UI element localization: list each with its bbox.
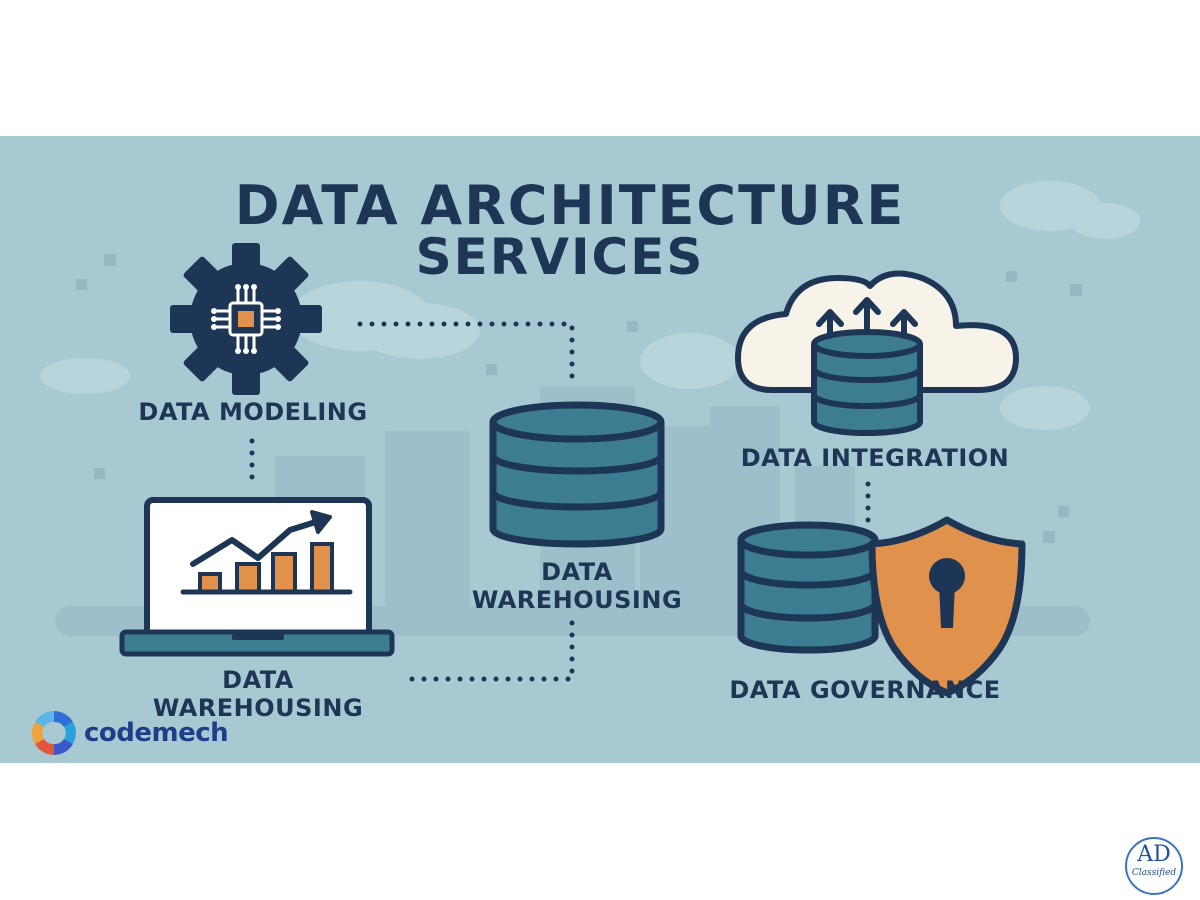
codemech-logo-icon (32, 711, 76, 755)
infographic-banner: DATA ARCHITECTURE SERVICES DATA MODELING… (0, 136, 1200, 763)
connector-modeling-to-warehouse (357, 321, 575, 384)
brand-logo: codemech (28, 706, 229, 760)
database-icon (489, 401, 665, 548)
cloud-database-icon (735, 270, 1019, 436)
label-data-governance: DATA GOVERNANCE (729, 676, 1001, 704)
background-clouds (40, 181, 1140, 430)
gear-chip-icon (170, 243, 322, 395)
diagram-artwork (40, 181, 1140, 697)
label-data-warehousing-left: DATA WAREHOUSING (128, 666, 388, 722)
connector-lines (249, 321, 871, 682)
label-data-modeling: DATA MODELING (138, 398, 368, 426)
label-line-2: WAREHOUSING (152, 694, 364, 722)
page-title: DATA ARCHITECTURE (234, 174, 906, 237)
background-squares (76, 254, 1082, 543)
badge-sub-text: Classified (1131, 868, 1177, 878)
laptop-chart-icon (119, 497, 395, 657)
label-data-integration: DATA INTEGRATION (740, 444, 1010, 472)
keyhole-icon (929, 558, 965, 628)
ad-classified-badge: AD Classified (1125, 837, 1183, 895)
label-line-1: DATA (222, 666, 294, 694)
brand-name: codemech (84, 718, 229, 748)
badge-main-text: AD (1137, 842, 1171, 867)
label-data-warehousing-center: DATA WAREHOUSING (447, 558, 707, 614)
page-subtitle: SERVICES (415, 228, 705, 286)
database-shield-icon (737, 516, 1026, 697)
label-line-2: WAREHOUSING (471, 586, 683, 614)
label-line-1: DATA (541, 558, 613, 586)
